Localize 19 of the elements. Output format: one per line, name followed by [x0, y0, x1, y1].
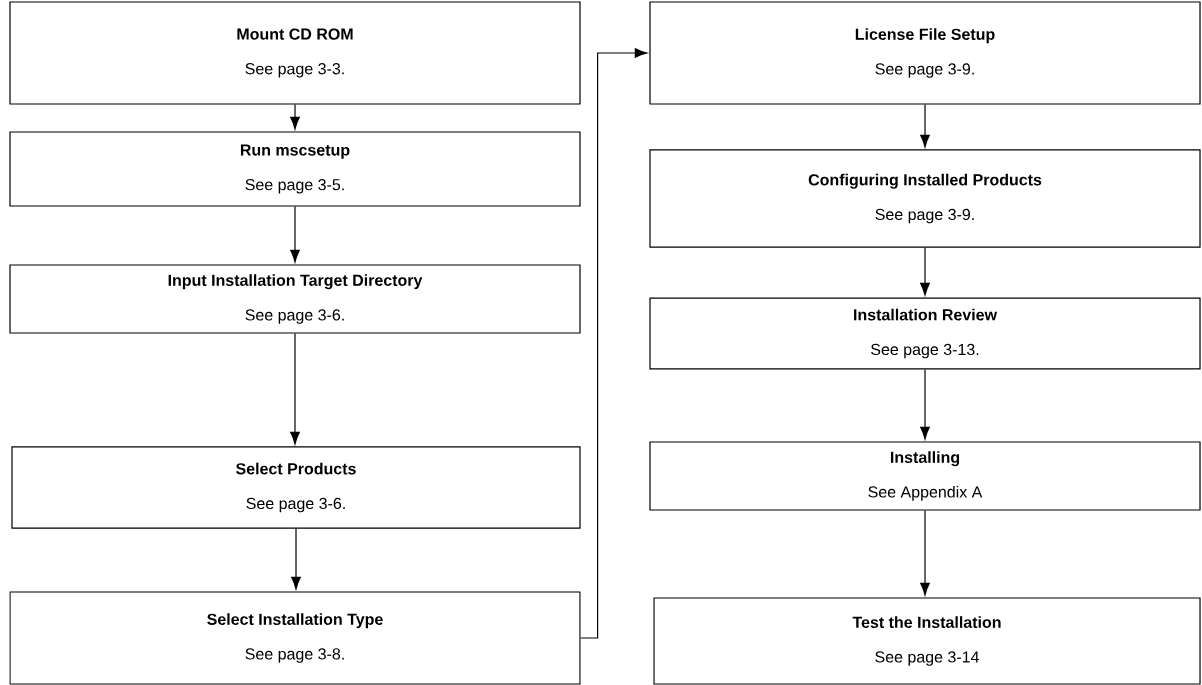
process-box: License File Setup See page 3-9.	[649, 1, 1201, 105]
process-box: Test the Installation See page 3-14	[653, 597, 1201, 685]
arrow	[291, 528, 301, 590]
process-box: Input Installation Target Directory See page 3-6.	[9, 264, 581, 334]
process-box: Select Products See page 3-6.	[11, 446, 581, 529]
arrow	[290, 104, 300, 130]
process-box: Mount CD ROM See page 3-3.	[9, 1, 581, 105]
process-box: Run mscsetup See page 3-5.	[9, 131, 581, 207]
process-box: Select Installation Type See page 3-8.	[9, 591, 581, 685]
process-box: Installing See Appendix A	[649, 441, 1201, 511]
process-box: Configuring Installed Products See page 3-9.	[649, 149, 1201, 248]
arrow	[920, 510, 930, 596]
arrow	[290, 206, 300, 263]
process-box: Installation Review See page 3-13.	[649, 297, 1201, 370]
arrow	[920, 368, 930, 440]
arrow	[580, 48, 648, 639]
arrow	[920, 247, 930, 296]
arrow	[290, 333, 300, 445]
arrow	[920, 104, 930, 148]
